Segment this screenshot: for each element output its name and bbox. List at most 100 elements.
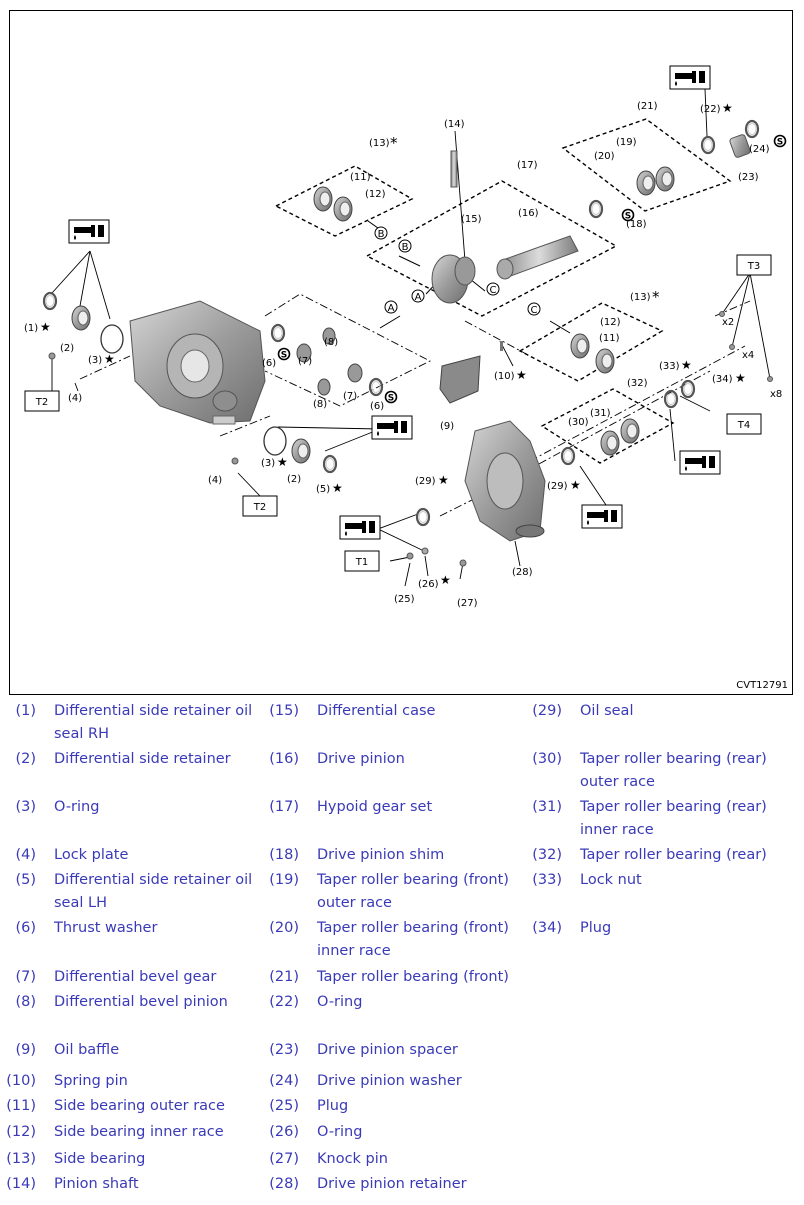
svg-text:(7): (7)	[298, 356, 312, 367]
torque-box-t1: T1	[344, 550, 380, 572]
drive-pinion-retainer	[464, 420, 546, 542]
legend-item-number: (15)	[269, 703, 299, 719]
svg-text:(34): (34)	[712, 374, 733, 385]
svg-text:(13): (13)	[630, 292, 651, 303]
legend-item: (4)Lock plate	[0, 844, 269, 867]
svg-text:(5): (5)	[316, 484, 330, 495]
legend-item-text: Differential side retainer oil seal RH	[54, 703, 253, 742]
legend-item-text: Taper roller bearing (rear)	[580, 847, 767, 863]
legend-item-number: (11)	[6, 1098, 36, 1114]
svg-text:(3): (3)	[88, 355, 102, 366]
svg-text:(2): (2)	[60, 343, 74, 354]
legend-item: (7)Differential bevel gear	[0, 966, 269, 989]
svg-text:(1): (1)	[24, 323, 38, 334]
parts-legend: (1)Differential side retainer oil seal R…	[0, 700, 804, 1205]
svg-text:(19): (19)	[616, 137, 637, 148]
star-icon: ★ ★ ★ ★ ★ ★ ★ ★ ★ ★ ★	[40, 101, 746, 587]
svg-text:(7): (7)	[343, 391, 357, 402]
group-box-13-top	[274, 165, 414, 237]
svg-text:(24): (24)	[749, 144, 770, 155]
svg-text:(27): (27)	[457, 598, 478, 609]
group-box-13-right	[518, 302, 664, 382]
torque-box-t2: T2	[242, 495, 278, 517]
legend-item-number: (24)	[269, 1073, 299, 1089]
grease-applicator-icon	[679, 450, 721, 475]
legend-item-text: Taper roller bearing (front) inner race	[317, 920, 509, 959]
svg-text:T4: T4	[737, 420, 750, 431]
bearings-and-rings	[42, 119, 773, 567]
legend-item-text: Oil seal	[580, 703, 634, 719]
legend-item-text: Differential side retainer oil seal LH	[54, 872, 253, 911]
legend-item-number: (3)	[15, 799, 36, 815]
svg-text:(11): (11)	[599, 333, 620, 344]
legend-item-text: Plug	[317, 1098, 349, 1114]
legend-item: (9)Oil baffle	[0, 1039, 269, 1062]
legend-item-number: (31)	[532, 799, 562, 815]
svg-text:★: ★	[722, 101, 733, 115]
oil-baffle	[439, 355, 481, 404]
legend-item-text: Plug	[580, 920, 612, 936]
svg-text:(21): (21)	[637, 101, 658, 112]
svg-text:★: ★	[681, 358, 692, 372]
legend-item-text: Taper roller bearing (rear) outer race	[580, 751, 767, 790]
svg-text:(28): (28)	[512, 567, 533, 578]
legend-item-number: (18)	[269, 847, 299, 863]
svg-text:(2): (2)	[287, 474, 301, 485]
legend-item: (3) O-ring	[0, 796, 269, 819]
svg-text:(29): (29)	[415, 476, 436, 487]
svg-text:(11): (11)	[350, 172, 371, 183]
legend-item-number: (5)	[15, 872, 36, 888]
legend-item-text: Oil baffle	[54, 1042, 120, 1058]
torque-box-t4: T4	[726, 413, 762, 435]
legend-item: (23)Drive pinion spacer	[263, 1039, 532, 1062]
svg-text:(8): (8)	[324, 337, 338, 348]
shim-select-icon	[384, 390, 398, 405]
svg-text:(10): (10)	[494, 371, 515, 382]
svg-text:(12): (12)	[600, 317, 621, 328]
legend-item: (25)Plug	[263, 1095, 532, 1118]
svg-text:★: ★	[332, 481, 343, 495]
group-box-21	[561, 118, 732, 212]
svg-text:(33): (33)	[659, 361, 680, 372]
qty-x4: x4	[742, 350, 754, 361]
legend-item: (6)Thrust washer	[0, 917, 269, 940]
asterisk-mark: *	[652, 288, 660, 306]
legend-item-number: (28)	[269, 1176, 299, 1192]
legend-item-text: Side bearing outer race	[54, 1098, 225, 1114]
legend-item-text: Taper roller bearing (rear) inner race	[580, 799, 767, 838]
legend-item-text: Side bearing	[54, 1151, 146, 1167]
legend-item: (21) Taper roller bearing (front)	[263, 966, 532, 989]
legend-item: (18)Drive pinion shim	[263, 844, 532, 867]
legend-item-number: (23)	[269, 1042, 299, 1058]
legend-item-text: Pinion shaft	[54, 1176, 139, 1192]
legend-item: (31) Taper roller bearing (rear) inner ra…	[526, 796, 795, 842]
legend-item: (2)Differential side retainer	[0, 748, 269, 771]
legend-item-text: Differential side retainer	[54, 751, 231, 767]
svg-text:(20): (20)	[594, 151, 615, 162]
svg-text:★: ★	[438, 473, 449, 487]
legend-item-text: O-ring	[317, 1124, 363, 1140]
legend-item: (1)Differential side retainer oil seal R…	[0, 700, 269, 746]
legend-item-text: Differential bevel pinion	[54, 994, 228, 1010]
legend-item-text: Drive pinion	[317, 751, 405, 767]
grease-applicator-icon	[339, 515, 381, 540]
legend-item-text: O-ring	[54, 799, 100, 815]
legend-item-text: Side bearing inner race	[54, 1124, 224, 1140]
legend-item: (20)Taper roller bearing (front) inner r…	[263, 917, 532, 963]
grease-applicator-icon	[581, 504, 623, 529]
svg-text:★: ★	[735, 371, 746, 385]
marker-b: B	[402, 242, 409, 253]
legend-item-text: Knock pin	[317, 1151, 388, 1167]
legend-item-text: Taper roller bearing (front)	[317, 969, 509, 985]
legend-item: (28)Drive pinion retainer	[263, 1173, 532, 1196]
torque-boxes: T2 T2 T3 T4 T1	[24, 254, 772, 572]
callout-labels: (1) (2) (3) (4) (6) (7) (8) (8) (7) (6) …	[24, 101, 770, 609]
legend-item: (26)O-ring	[263, 1121, 532, 1144]
svg-text:(4): (4)	[68, 393, 82, 404]
legend-item: (19)Taper roller bearing (front) outer r…	[263, 869, 532, 915]
legend-item-number: (21)	[269, 969, 299, 985]
legend-item-number: (14)	[6, 1176, 36, 1192]
shim-select-icon	[773, 134, 787, 149]
torque-box-t3: T3	[736, 254, 772, 276]
svg-text:(31): (31)	[590, 408, 611, 419]
